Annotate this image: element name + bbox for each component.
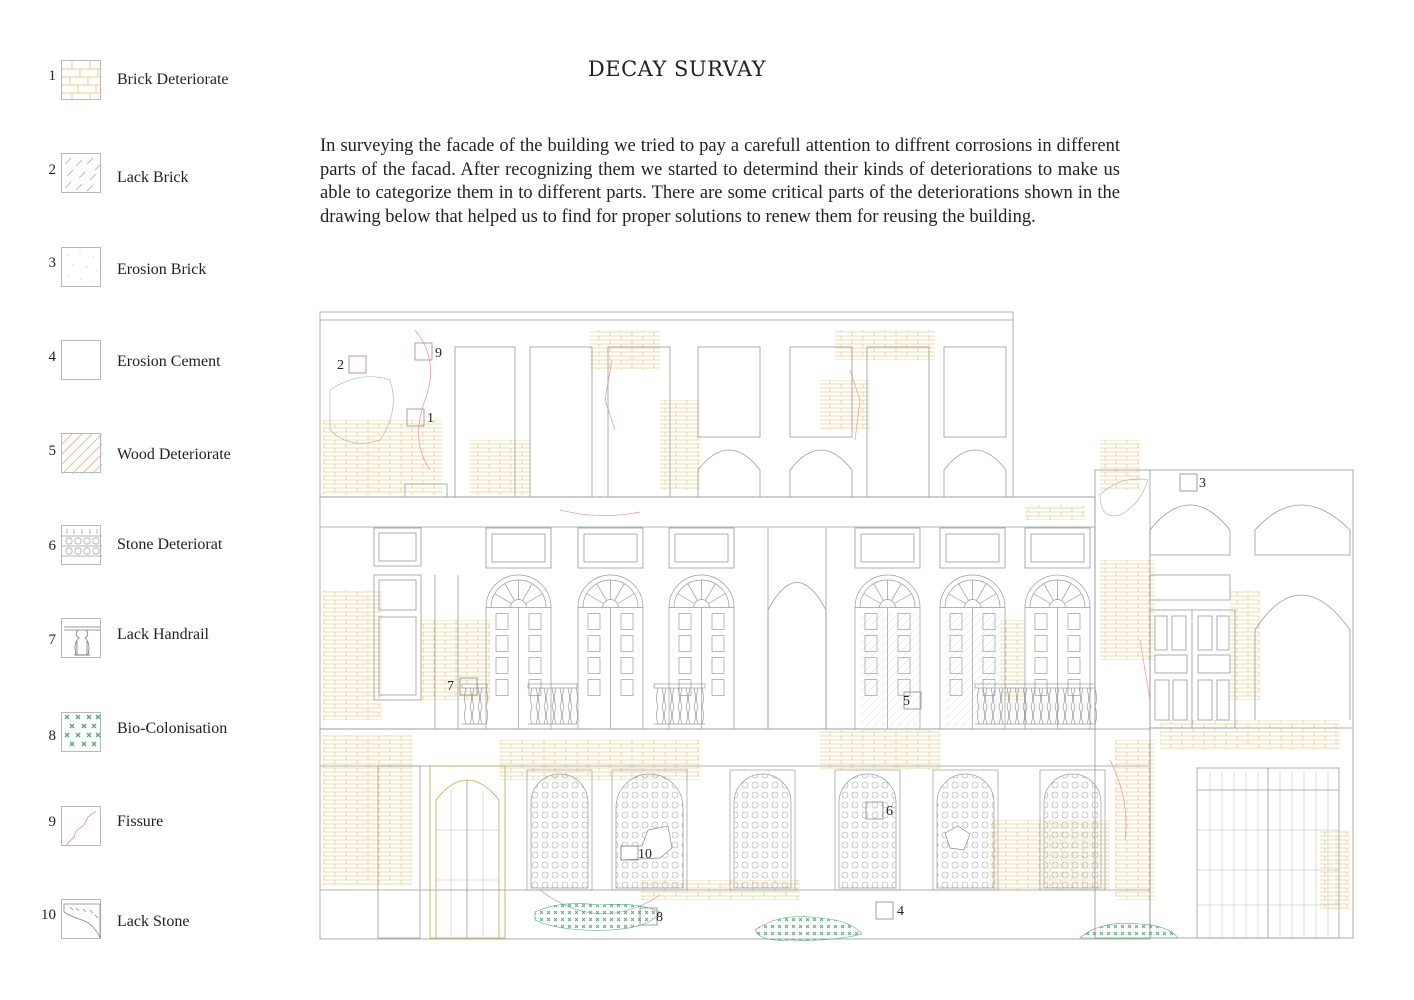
wood-deterioration-areas [860,612,1003,727]
svg-text:4: 4 [897,904,904,919]
marker-4: 4 [875,901,904,920]
crack-icon [61,806,101,846]
legend-label: Erosion Cement [117,353,221,370]
svg-text:6: 6 [886,804,893,819]
legend-item-stone-deteriorat: 6 Stone Deteriorat [36,525,296,567]
legend-item-erosion-cement: 4 Erosion Cement [36,340,296,382]
marker-7: 7 [447,677,478,696]
legend-number: 6 [48,538,57,554]
legend-label: Bio-Colonisation [117,720,228,737]
baluster-icon [61,618,101,658]
decay-markers: 1 2 3 4 5 6 7 8 9 10 [337,342,1206,926]
legend-item-erosion-brick: 3 Erosion Brick [36,247,296,289]
legend-number: 2 [48,162,57,178]
legend-number: 9 [48,814,57,830]
legend-item-lack-brick: 2 Lack Brick [36,153,296,195]
description-text: In surveying the facade of the building … [320,136,1120,227]
legend-label: Brick Deteriorate [117,71,229,88]
svg-text:1: 1 [427,411,434,426]
legend-number: 1 [48,68,57,84]
legend-label: Lack Brick [117,169,189,186]
svg-text:9: 9 [435,346,442,361]
legend-label: Lack Stone [117,913,190,930]
legend-label: Lack Handrail [117,626,209,643]
svg-text:3: 3 [1199,476,1206,491]
bio-colonisation-areas [534,903,1179,941]
marker-2: 2 [337,355,367,374]
ground-floor-grille-windows [526,769,1106,891]
marker-10: 10 [620,845,652,862]
blank-pattern-icon [61,340,101,380]
balustrades [461,683,1097,725]
legend-number: 5 [48,443,57,459]
svg-text:8: 8 [656,910,663,925]
brick-pattern-icon [61,60,102,101]
lack-stone-icon [61,899,101,939]
page-title: DECAY SURVAY [587,57,767,81]
svg-text:2: 2 [337,358,344,373]
lack-brick-areas [329,376,1149,517]
legend-number: 7 [48,632,57,648]
dot-pattern-icon [61,247,101,287]
legend-item-lack-handrail: 7 Lack Handrail [36,618,296,660]
legend-item-bio-colonisation: 8 Bio-Colonisation [36,712,296,754]
middle-floor-arched-doors [485,574,1091,729]
legend-item-wood-deteriorate: 5 Wood Deteriorate [36,433,296,475]
svg-text:7: 7 [447,679,454,694]
legend-number: 10 [41,907,56,923]
legend-number: 8 [48,728,57,744]
marker-9: 9 [414,342,442,361]
legend-label: Erosion Brick [117,261,207,278]
marker-3: 3 [1179,473,1206,492]
svg-text:10: 10 [638,847,652,862]
marker-5: 5 [903,691,922,710]
legend-item-fissure: 9 Fissure [36,806,296,848]
marker-1: 1 [406,408,434,427]
marker-8: 8 [639,907,663,926]
right-volume [1013,469,1354,939]
svg-text:5: 5 [903,694,910,709]
legend-label: Fissure [117,813,164,830]
fissure-lines [414,329,1151,841]
legend-number: 3 [48,255,57,271]
legend-label: Stone Deteriorat [117,536,223,553]
facade-elevation-drawing: 1 2 3 4 5 6 7 8 9 10 [319,311,1354,941]
wood-hatch-icon [61,433,102,474]
brick-deterioration-areas [322,330,1350,910]
legend-number: 4 [48,349,57,365]
legend-item-brick-deteriorate: 1 Brick Deteriorate [36,60,296,102]
legend-item-lack-stone: 10 Lack Stone [36,899,296,941]
bio-pattern-icon [61,712,101,752]
legend: 1 Brick Deteriorate 2 Lack Brick 3 [0,0,300,1000]
stone-pattern-icon [61,525,102,565]
marker-6: 6 [865,801,893,820]
legend-label: Wood Deteriorate [117,446,231,463]
hatch-pattern-icon [61,153,101,193]
